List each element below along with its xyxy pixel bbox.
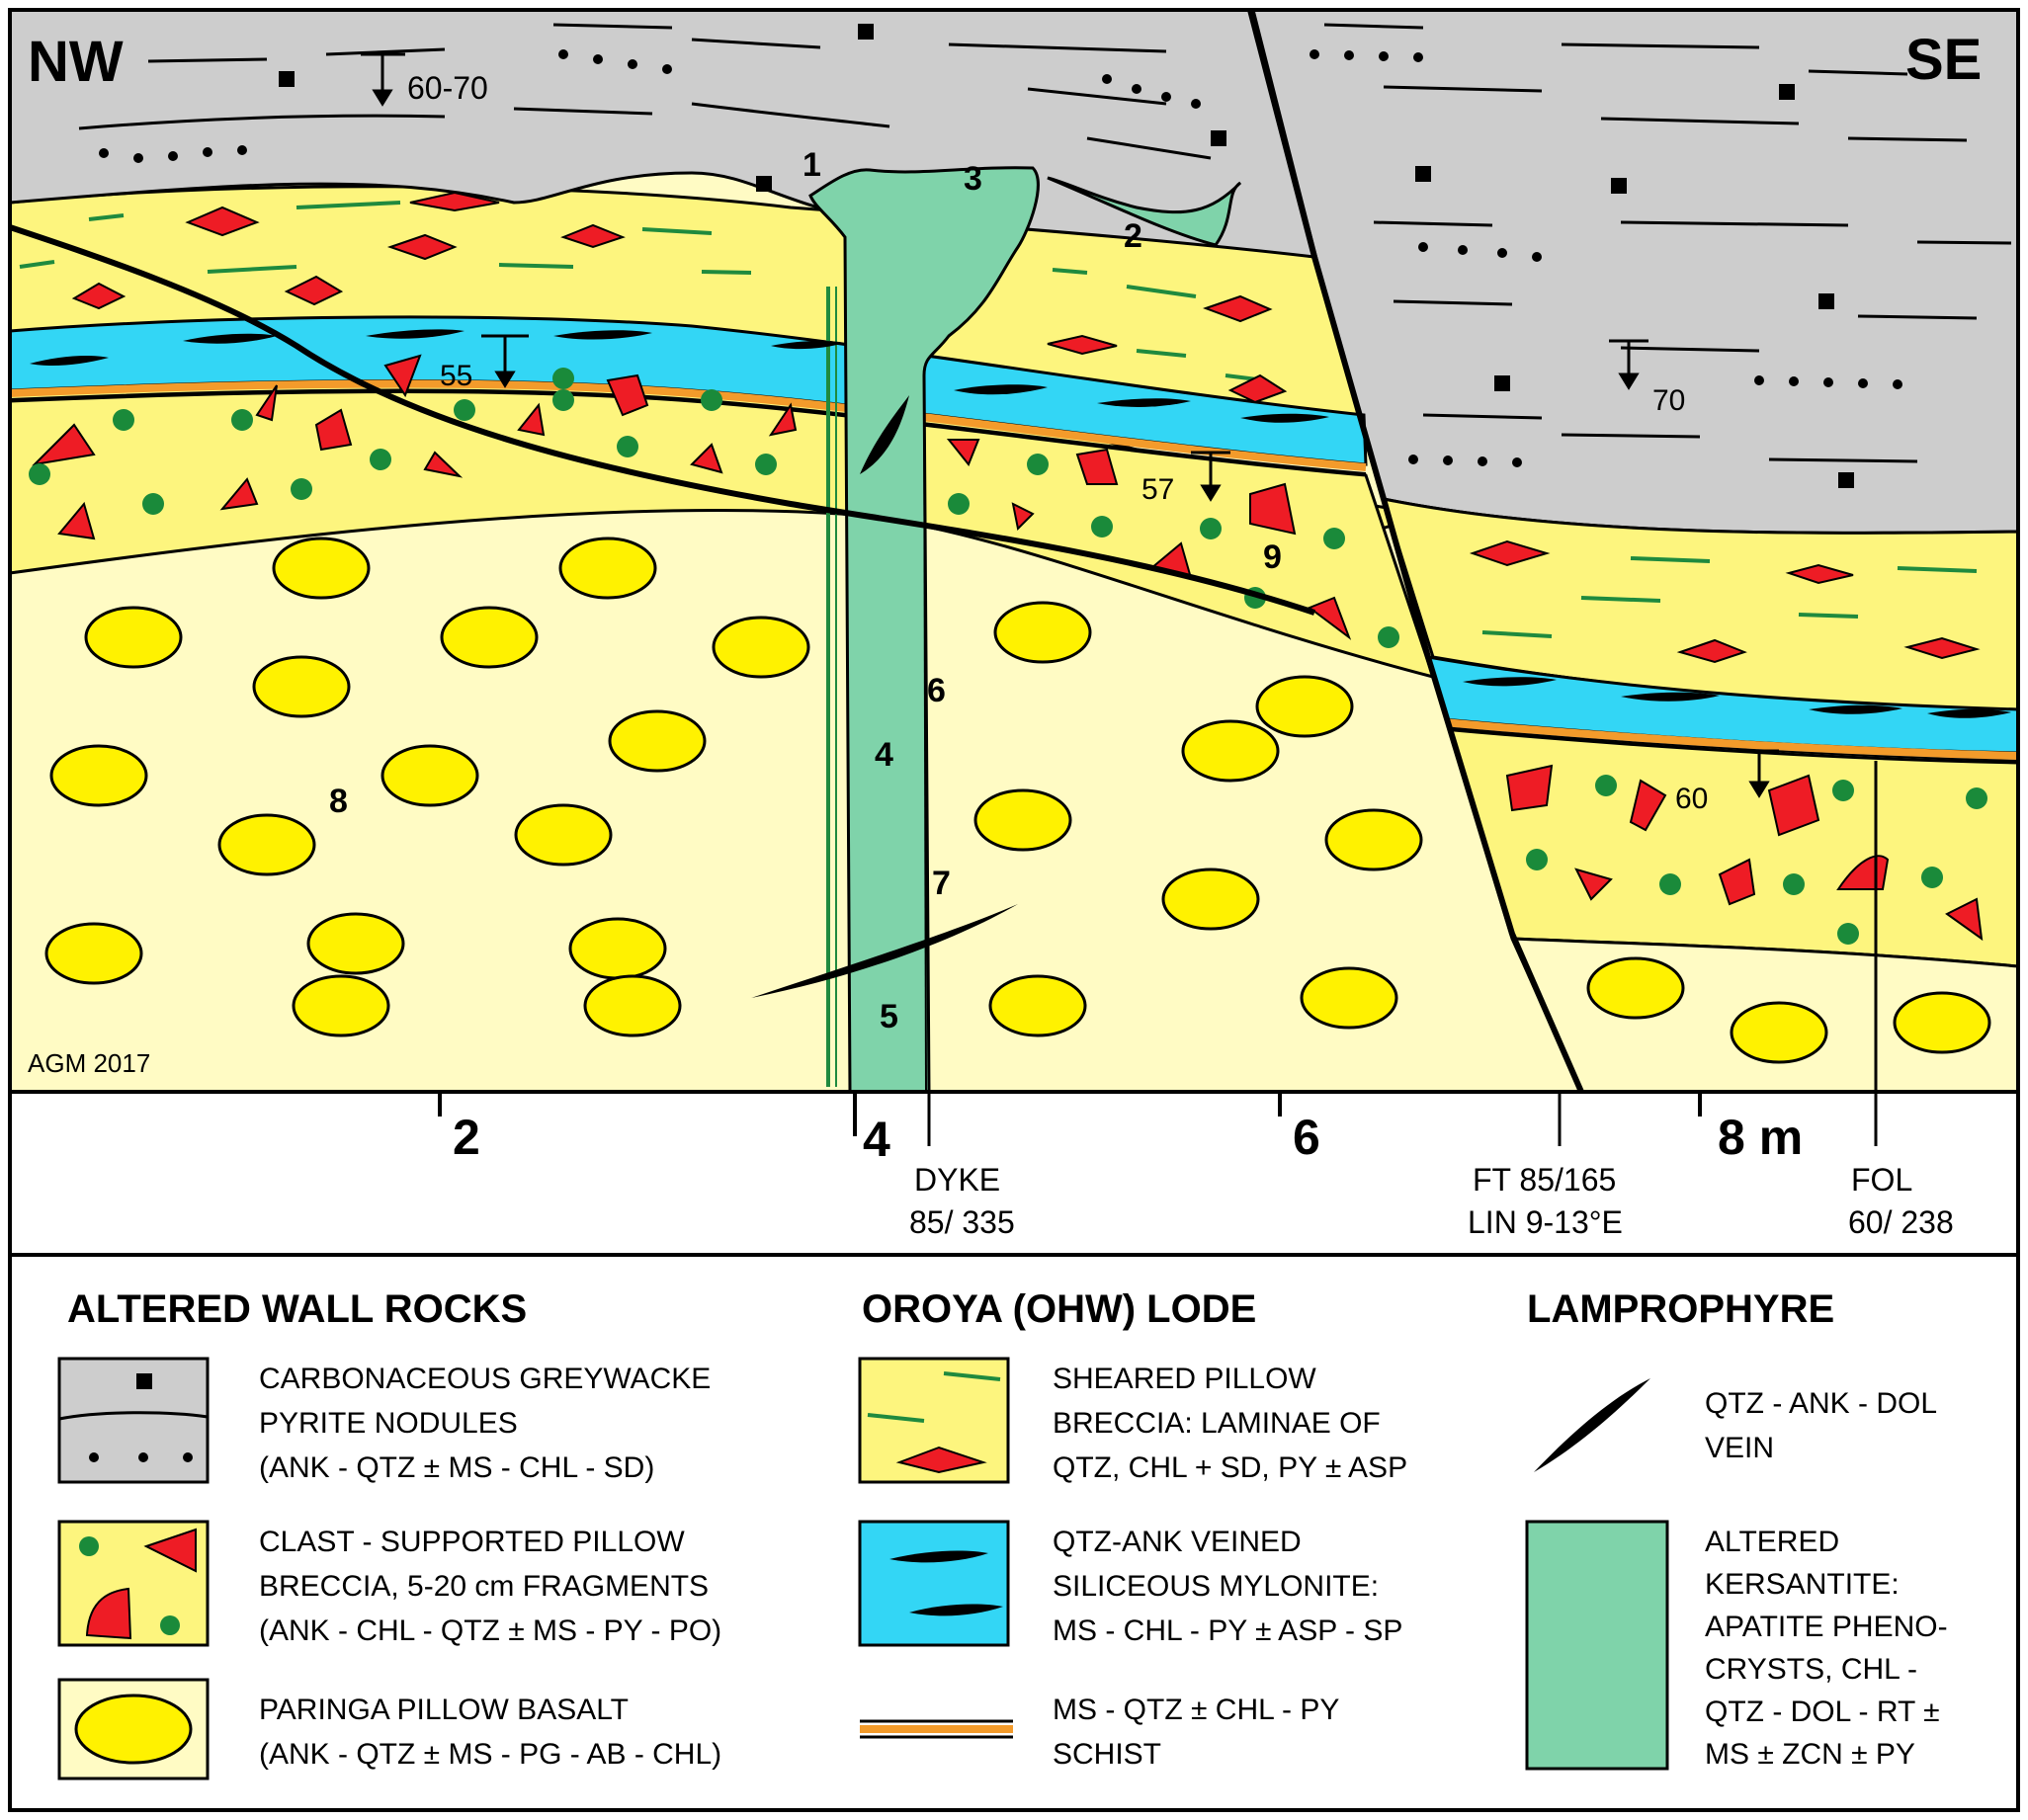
orientation-left: NW <box>28 30 124 94</box>
scale-tick-8m: 8 m <box>1718 1110 1803 1165</box>
breccia-laminae <box>19 201 1978 638</box>
legend-text-pillow-basalt: PARINGA PILLOW BASALT (ANK - QTZ ± MS - … <box>259 1694 721 1771</box>
svg-text:(ANK - CHL - QTZ ± MS - PY - P: (ANK - CHL - QTZ ± MS - PY - PO) <box>259 1614 721 1647</box>
svg-text:MS - CHL - PY ± ASP - SP: MS - CHL - PY ± ASP - SP <box>1053 1614 1402 1647</box>
unit-label-4: 4 <box>875 736 893 774</box>
svg-text:ALTERED: ALTERED <box>1705 1526 1839 1558</box>
greywacke-dots <box>99 49 1902 467</box>
legend-text-clast-breccia: CLAST - SUPPORTED PILLOW BRECCIA, 5-20 c… <box>259 1526 721 1647</box>
svg-text:VEIN: VEIN <box>1705 1432 1774 1464</box>
legend-group-wall-rocks: ALTERED WALL ROCKS <box>67 1287 527 1331</box>
svg-text:MS ± ZCN ± PY: MS ± ZCN ± PY <box>1705 1738 1915 1771</box>
svg-text:(ANK - QTZ ± MS - PG - AB - CH: (ANK - QTZ ± MS - PG - AB - CHL) <box>259 1738 721 1771</box>
greywacke-bedding <box>78 23 2012 463</box>
svg-text:SHEARED PILLOW: SHEARED PILLOW <box>1053 1363 1316 1395</box>
credit: AGM 2017 <box>28 1048 150 1078</box>
legend-swatch-sheared-breccia <box>858 1357 1010 1484</box>
legend-text-sheared-breccia: SHEARED PILLOW BRECCIA: LAMINAE OF QTZ, … <box>1053 1363 1407 1484</box>
mylonite-lenses <box>30 329 2011 718</box>
unit-label-8: 8 <box>329 783 348 820</box>
svg-text:SCHIST: SCHIST <box>1053 1738 1161 1771</box>
legend-group-oroya-lode: OROYA (OHW) LODE <box>862 1287 1256 1331</box>
svg-text:CRYSTS, CHL -: CRYSTS, CHL - <box>1705 1653 1917 1686</box>
schist-west <box>10 379 1367 471</box>
dyke-annotation-line2: 85/ 335 <box>909 1204 1015 1240</box>
scale-tick-4: 4 <box>863 1112 890 1167</box>
fault-southeast <box>1247 10 1584 1092</box>
svg-text:(ANK - QTZ ± MS - CHL - SD): (ANK - QTZ ± MS - CHL - SD) <box>259 1451 654 1484</box>
svg-text:BRECCIA: LAMINAE OF: BRECCIA: LAMINAE OF <box>1053 1407 1381 1440</box>
breccia-green-dots <box>29 368 1987 945</box>
svg-text:MS - QTZ ± CHL - PY: MS - QTZ ± CHL - PY <box>1053 1694 1339 1726</box>
svg-text:PARINGA PILLOW BASALT: PARINGA PILLOW BASALT <box>259 1694 629 1726</box>
svg-text:APATITE PHENO-: APATITE PHENO- <box>1705 1611 1948 1643</box>
legend-text-schist: MS - QTZ ± CHL - PY SCHIST <box>1053 1694 1339 1771</box>
svg-text:CARBONACEOUS GREYWACKE: CARBONACEOUS GREYWACKE <box>259 1363 711 1395</box>
sheared-red-lenses <box>71 191 1981 664</box>
unit-label-2: 2 <box>1124 217 1142 255</box>
svg-text:KERSANTITE:: KERSANTITE: <box>1705 1568 1900 1601</box>
unit-label-7: 7 <box>932 865 951 902</box>
svg-text:CLAST - SUPPORTED PILLOW: CLAST - SUPPORTED PILLOW <box>259 1526 685 1558</box>
legend-text-greywacke: CARBONACEOUS GREYWACKE PYRITE NODULES (A… <box>259 1363 711 1484</box>
unit-label-5: 5 <box>880 998 898 1035</box>
scale-strip: 2 4 6 8 m DYKE 85/ 335 FT 85/165 LIN 9-1… <box>8 1090 2020 1257</box>
dip-reading-4: 70 <box>1652 384 1685 417</box>
legend-text-mylonite: QTZ-ANK VEINED SILICEOUS MYLONITE: MS - … <box>1053 1526 1402 1647</box>
dip-arrows <box>361 52 1779 798</box>
dip-reading-2: 55 <box>440 360 472 392</box>
svg-text:QTZ, CHL + SD, PY ± ASP: QTZ, CHL + SD, PY ± ASP <box>1053 1451 1407 1484</box>
fault-annotation-line1: FT 85/165 <box>1473 1162 1616 1198</box>
qtz-vein-dyke <box>860 395 909 474</box>
legend-swatch-clast-breccia <box>57 1520 210 1647</box>
pyrite-nodules <box>279 24 1854 488</box>
legend-text-vein: QTZ - ANK - DOL VEIN <box>1705 1387 1937 1464</box>
dip-reading-5: 60 <box>1675 783 1708 815</box>
scale-tick-6: 6 <box>1293 1110 1320 1165</box>
basalt-pillows <box>44 537 1991 1064</box>
legend: ALTERED WALL ROCKS OROYA (OHW) LODE LAMP… <box>8 1253 2020 1812</box>
unit-label-1: 1 <box>803 146 821 184</box>
unit-label-6: 6 <box>927 672 946 709</box>
foliation-annotation-line2: 60/ 238 <box>1848 1204 1954 1240</box>
svg-text:QTZ-ANK VEINED: QTZ-ANK VEINED <box>1053 1526 1302 1558</box>
svg-text:QTZ - DOL - RT ±: QTZ - DOL - RT ± <box>1705 1696 1940 1728</box>
unit-label-3: 3 <box>964 160 982 198</box>
svg-text:PYRITE NODULES: PYRITE NODULES <box>259 1407 518 1440</box>
dip-reading-1: 60-70 <box>407 70 488 106</box>
legend-swatch-mylonite <box>858 1520 1010 1647</box>
legend-text-kersantite: ALTERED KERSANTITE: APATITE PHENO- CRYST… <box>1705 1526 1948 1771</box>
fault-annotation-line2: LIN 9-13°E <box>1468 1204 1623 1240</box>
dip-reading-3: 57 <box>1141 473 1174 506</box>
clast-breccia-southeast <box>1440 727 2018 968</box>
fault-west-shear <box>10 224 1315 616</box>
legend-swatch-schist <box>860 1719 1013 1739</box>
section-body <box>10 10 2018 1092</box>
dyke-annotation-line1: DYKE <box>914 1162 1000 1198</box>
legend-group-lamprophyre: LAMPROPHYRE <box>1527 1287 1834 1331</box>
scale-tick-2: 2 <box>453 1110 480 1165</box>
svg-text:QTZ - ANK - DOL: QTZ - ANK - DOL <box>1705 1387 1937 1420</box>
foliation-annotation-line1: FOL <box>1851 1162 1912 1198</box>
legend-swatch-pillow-basalt <box>57 1678 210 1780</box>
legend-swatch-vein <box>1534 1378 1650 1472</box>
legend-swatch-greywacke <box>57 1357 210 1484</box>
legend-swatch-kersantite <box>1525 1520 1669 1771</box>
unit-number-labels: 1 2 3 4 5 6 7 8 9 <box>329 146 1282 1035</box>
unit-label-9: 9 <box>1263 538 1282 576</box>
svg-text:BRECCIA, 5-20 cm FRAGMENTS: BRECCIA, 5-20 cm FRAGMENTS <box>259 1570 709 1603</box>
svg-text:SILICEOUS MYLONITE:: SILICEOUS MYLONITE: <box>1053 1570 1379 1603</box>
orientation-right: SE <box>1905 28 1982 92</box>
kersantite-tongue <box>1047 176 1242 247</box>
schist-southeast <box>1442 718 2018 760</box>
